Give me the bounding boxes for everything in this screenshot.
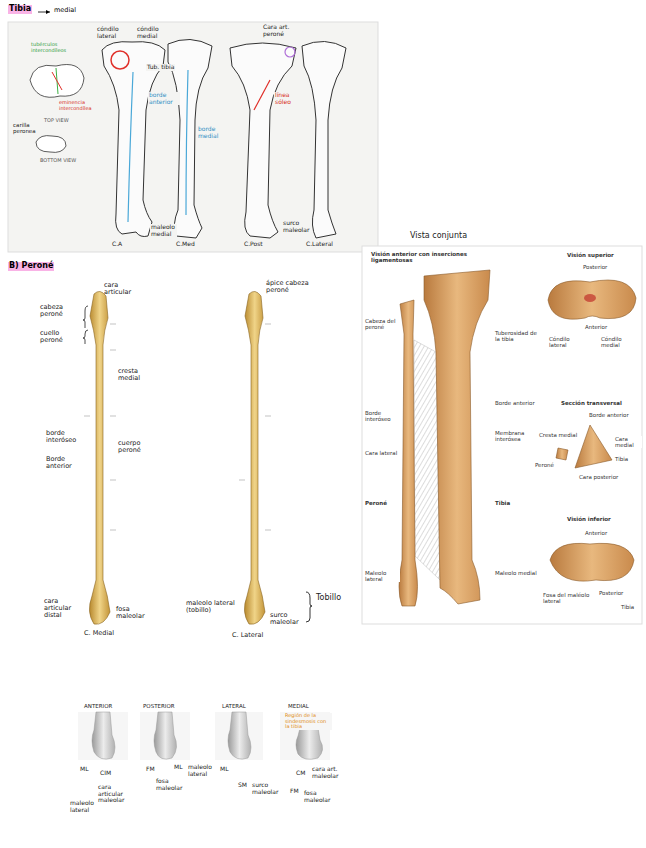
part-label: FM: [290, 788, 299, 795]
part-label: cara articular distal: [44, 598, 86, 619]
part-label: ML: [80, 766, 89, 773]
part-label: Borde anterior: [46, 456, 86, 470]
heading-label: Tibia: [494, 500, 511, 506]
part-label: ML: [220, 766, 229, 773]
part-label: LATERAL: [222, 703, 246, 709]
part-label: cóndilo medial: [136, 26, 174, 39]
part-label: línea sóleo: [274, 92, 306, 105]
part-label: Anterior: [584, 530, 608, 536]
heading-label: Sección transversal: [560, 400, 623, 406]
part-label: Vista conjunta: [410, 232, 467, 241]
part-label: Tub. tibia: [146, 64, 175, 71]
part-label: tubérculos intercondíleos: [30, 42, 82, 53]
part-label: Borde anterior: [588, 412, 630, 418]
part-label: C.Lateral: [306, 241, 333, 248]
part-label: Cara art. peroné: [262, 24, 300, 37]
part-label: cuerpo peroné: [118, 440, 154, 454]
part-label: Cara posterior: [578, 474, 619, 480]
part-label: BOTTOM VIEW: [40, 158, 76, 164]
part-label: maleolo lateral: [188, 764, 218, 777]
part-label: Cara medial: [614, 436, 642, 448]
part-label: cabeza peroné: [40, 304, 82, 318]
part-label: Tuberosidad de la tibia: [494, 330, 540, 342]
part-label: Maleolo medial: [494, 570, 540, 576]
part-label: ápice cabeza peroné: [266, 280, 310, 294]
part-label: C. Lateral: [232, 632, 263, 639]
part-label: Borde interóseo: [364, 410, 400, 422]
part-label: Tobillo: [316, 594, 341, 603]
part-label: TOP VIEW: [44, 118, 69, 124]
part-label: Borde anterior: [494, 400, 540, 406]
part-label: Región de la sindesmosis con la tibia: [284, 713, 332, 730]
part-label: Fosa del maléolo lateral: [542, 592, 592, 604]
part-label: C.Post: [244, 241, 263, 248]
part-label: Tibia: [620, 604, 635, 610]
part-label: borde medial: [197, 126, 229, 139]
part-label: cara articular maleolar: [98, 784, 136, 804]
part-label: Cara lateral: [364, 450, 400, 456]
part-label: maleolo lateral: [70, 800, 102, 813]
part-label: Cóndilo medial: [600, 336, 638, 348]
part-label: Cóndilo lateral: [548, 336, 586, 348]
heading-label: Visión superior: [566, 252, 615, 258]
heading-label: B) Peroné: [8, 262, 54, 271]
part-label: medial: [54, 7, 76, 14]
part-label: Posterior: [598, 590, 624, 596]
part-label: surco maleolar: [252, 782, 284, 795]
part-label: cóndilo lateral: [96, 26, 134, 39]
part-label: cresta medial: [118, 368, 154, 382]
part-label: POSTERIOR: [143, 703, 175, 709]
part-label: surco maleolar: [282, 220, 308, 233]
part-label: Cabeza del peroné: [364, 318, 400, 330]
part-label: Maleolo lateral: [364, 570, 400, 582]
part-label: cara articular: [104, 282, 140, 296]
part-label: ML: [174, 764, 183, 771]
part-label: fosa maleolar: [156, 778, 188, 791]
part-label: C.A: [112, 241, 122, 248]
heading-label: Peroné: [364, 500, 388, 506]
part-label: fosa maleolar: [304, 790, 340, 803]
part-label: maleolo lateral (tobillo): [186, 600, 238, 614]
part-label: Tibia: [614, 456, 629, 462]
part-label: Cresta medial: [538, 432, 580, 438]
part-label: Anterior: [584, 324, 608, 330]
part-label: FM: [146, 766, 155, 773]
part-label: eminencia intercondílea: [58, 100, 100, 111]
part-label: cara art. maleolar: [312, 766, 348, 779]
part-label: fosa maleolar: [116, 606, 152, 620]
part-label: MEDIAL: [288, 703, 309, 709]
heading-label: Visión inferior: [566, 516, 612, 522]
part-label: cuello peroné: [40, 330, 82, 344]
part-label: borde interóseo: [46, 430, 86, 444]
part-label: Peroné: [534, 462, 555, 468]
part-label: Posterior: [582, 264, 608, 270]
part-label: CM: [296, 770, 305, 777]
part-label: C. Medial: [84, 630, 114, 637]
heading-label: Visión anterior con inserciones ligament…: [370, 251, 502, 263]
part-label: Membrana interósea: [494, 430, 540, 442]
part-label: ANTERIOR: [84, 703, 112, 709]
part-label: maleolo medial: [150, 224, 177, 237]
heading-label: Tibia: [8, 5, 32, 14]
part-label: C.Med: [176, 241, 195, 248]
part-label: surco maleolar: [270, 612, 304, 626]
part-label: SM: [238, 782, 247, 789]
part-label: carilla peronea: [12, 122, 42, 134]
part-label: borde anterior: [148, 92, 180, 105]
part-label: CIM: [100, 770, 111, 777]
